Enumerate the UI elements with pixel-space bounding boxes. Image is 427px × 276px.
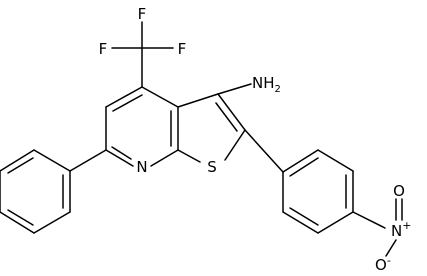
bond-c3-c2-double bbox=[215, 102, 238, 132]
bond-c4a-c3 bbox=[177, 93, 219, 108]
bond-ar-2-3 bbox=[317, 149, 354, 172]
amine-nh-text: NH bbox=[252, 74, 275, 92]
thiophene-sulfur-label: S bbox=[207, 158, 217, 176]
bond-s-c7a bbox=[177, 149, 201, 163]
bond-c6-phenyl bbox=[69, 149, 107, 172]
bond-c2-s bbox=[224, 129, 246, 161]
bond-ar-1-2-double bbox=[289, 157, 319, 177]
bond-ar-4-5 bbox=[317, 211, 354, 234]
bond-ph-2-3-double bbox=[7, 157, 34, 174]
amine-subscript: 2 bbox=[275, 84, 281, 95]
pyridine-ring-bonds bbox=[105, 86, 179, 167]
bond-ph-4-5 bbox=[0, 211, 35, 234]
trifluoromethyl-bonds bbox=[111, 21, 174, 88]
thiophene-ring-bonds bbox=[177, 93, 246, 163]
bond-ph-2-3 bbox=[0, 149, 35, 172]
nitro-oxygen-top-label: O bbox=[393, 182, 405, 200]
nitro-group-bonds bbox=[352, 198, 403, 257]
bond-c3-c2 bbox=[217, 93, 246, 131]
bond-ar-5-6-double bbox=[289, 207, 319, 226]
nitro-nitrogen-label: N+ bbox=[391, 219, 411, 240]
fluorine-top-label: F bbox=[138, 5, 147, 23]
bond-ar-1-2 bbox=[282, 149, 319, 173]
bond-aryl-no2 bbox=[352, 211, 386, 229]
nitro-oxygen-charge: - bbox=[387, 254, 391, 267]
bond-ph-1-2 bbox=[33, 149, 71, 172]
bond-ph-5-6 bbox=[33, 211, 71, 234]
bond-c2-aryl bbox=[244, 129, 284, 173]
amine-label: NH2 bbox=[252, 74, 281, 95]
bond-c5-c4-double bbox=[112, 94, 143, 112]
bond-c7a-n bbox=[150, 149, 179, 167]
bond-n-c6-double bbox=[111, 146, 132, 160]
fluorine-left-label: F bbox=[99, 40, 108, 58]
phenyl-ring-bonds bbox=[0, 149, 107, 234]
nitro-nitrogen-charge: + bbox=[402, 219, 411, 232]
pyridine-nitrogen-label: N bbox=[136, 158, 147, 176]
bond-c5-c4 bbox=[105, 86, 143, 108]
nitro-oxygen-bottom-label: O- bbox=[375, 254, 391, 274]
nitro-oxygen-bottom-text: O bbox=[375, 256, 387, 274]
nitro-nitrogen-text: N bbox=[391, 222, 402, 240]
bond-c4-c4a bbox=[141, 86, 179, 108]
bond-n-o-bottom bbox=[385, 239, 397, 257]
nitrophenyl-ring-bonds bbox=[244, 129, 354, 234]
bond-n-c6 bbox=[105, 149, 134, 167]
bond-ph-4-5-double bbox=[7, 209, 34, 226]
bond-c3-nh2 bbox=[217, 83, 252, 95]
bond-ar-5-6 bbox=[282, 211, 319, 234]
fluorine-right-label: F bbox=[178, 40, 187, 58]
